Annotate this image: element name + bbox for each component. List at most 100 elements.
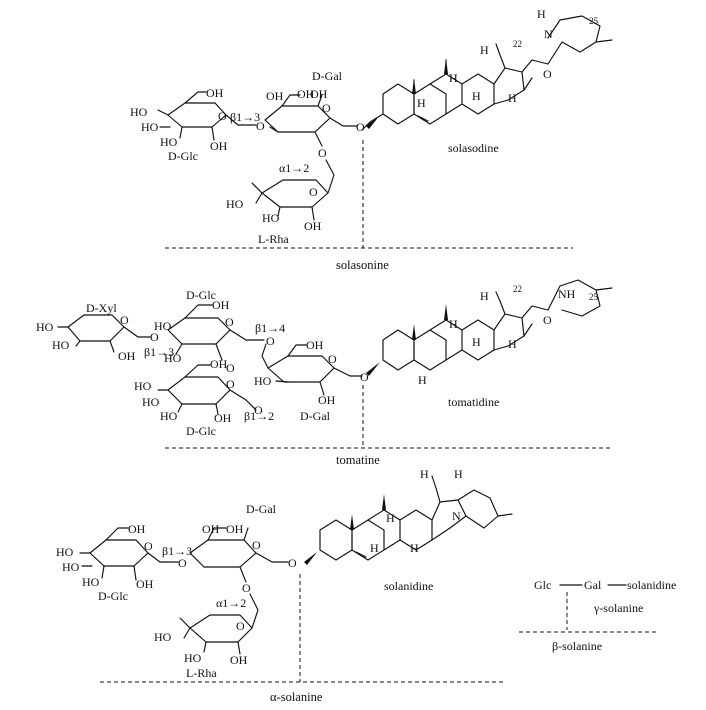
solasonine-pos25: 25 [589,16,599,26]
solanine-ring-o-3: O [236,619,245,633]
solasonine-link-o-2: O [356,120,365,134]
solasonine-oh-2: OH [210,139,228,153]
solanidine-h-5: H [370,541,379,555]
tomatine-glc-top-ring [167,304,265,361]
tomatine-ho-7: HO [160,409,178,423]
solanine-link-o-3: O [242,581,251,595]
solasodine-h-3: H [472,89,481,103]
tomatine-ho-4: HO [164,351,182,365]
tomatine-label: tomatine [336,453,380,467]
legend-solanidine: solanidine [627,578,676,592]
solanine-gal-label: D-Gal [246,502,277,516]
tomatine-ho-1: HO [36,320,54,334]
solasonine-ho-4: HO [226,197,244,211]
tomatine-oh-4: OH [214,411,232,425]
tomatine-ho-8: HO [254,374,272,388]
solasonine-ho-3: HO [160,135,178,149]
solasonine-ring-o-3: O [309,185,318,199]
solasodine-h-2: H [480,43,489,57]
solasonine-oh-4: OH [310,87,328,101]
solanine-ring-o-1: O [144,539,153,553]
tomatine-oh-6: OH [318,393,336,407]
tomatine-xyl-ring [57,314,151,353]
solasonine-ring-o-1: O [218,109,227,123]
tomatine-ring-o-2: O [225,315,234,329]
solanine-oh-3: OH [202,522,220,536]
solasonine-pos22: 22 [513,39,522,49]
tomatine-link-o-4: O [254,403,263,417]
solanidine-h-1: H [454,467,463,481]
tomatidine-h-5: H [418,373,427,387]
solasodine-ring-o: O [543,67,552,81]
solasonine-gal-ring [264,94,358,147]
tomatine-structure [57,279,613,449]
tomatidine-h-1: H [449,317,458,331]
solasonine-gal-label: D-Gal [312,69,343,83]
solasonine-ho-5: HO [262,211,280,225]
solanine-glc-ring [79,527,179,581]
solasonine-ring-o-2: O [322,101,331,115]
solasodine-h-4: H [508,91,517,105]
legend-gamma-solanine: γ-solanine [593,601,643,615]
tomatine-ho-5: HO [134,379,152,393]
solasonine-oh-5: OH [266,89,284,103]
solasonine-link-o-3: O [318,146,327,160]
solanine-link-b13: β1→3 [162,544,192,558]
tomatidine-h-2: H [480,289,489,303]
tomatidine-skeleton [366,279,613,376]
solanidine-skeleton [304,475,513,565]
legend-beta-solanine: β-solanine [552,639,602,653]
solasonine-oh-1: OH [206,86,224,100]
solasodine-h-1: H [449,71,458,85]
tomatine-ring-o-1: O [120,313,129,327]
solasonine-rha-label: L-Rha [258,232,289,246]
solanine-legend [519,584,658,633]
solasonine-glc-ring [157,91,257,141]
solanine-glc-label: D-Glc [98,589,128,603]
solasonine-ho-2: HO [141,120,159,134]
solanine-link-a12: α1→2 [216,596,246,610]
tomatidine-nh: NH [558,287,576,301]
solanine-oh-1: OH [128,522,146,536]
solanine-link-o-1: O [178,556,187,570]
solanine-link-o-2: O [288,556,297,570]
tomatine-pos25: 25 [589,292,599,302]
solasonine-label: solasonine [336,258,389,272]
solanine-label: α-solanine [270,690,323,704]
solanine-oh-5: OH [230,653,248,667]
solanine-ho-3: HO [82,575,100,589]
tomatidine-h-3: H [472,335,481,349]
solasodine-h-5: H [417,96,426,110]
tomatine-oh-5: OH [306,338,324,352]
solasonine-link-b13: β1→3 [230,110,260,124]
tomatidine-ring-o: O [543,313,552,327]
solanine-ring-o-2: O [252,538,261,552]
tomatidine-label: tomatidine [448,395,499,409]
tomatine-gal-ring [261,343,363,396]
tomatidine-h-4: H [508,337,517,351]
solasonine-link-a12: α1→2 [279,161,309,175]
solasonine-ho-1: HO [130,105,148,119]
solasonine-glc-label: D-Glc [168,149,198,163]
tomatine-xyl-label: D-Xyl [86,301,117,315]
solasodine-n: N [544,27,553,41]
tomatine-glc-bottom-label: D-Glc [186,424,216,438]
tomatine-glc-top-label: D-Glc [186,288,216,302]
tomatine-link-o-5: O [360,370,369,384]
solasonine-link-o-1: O [256,119,265,133]
solanine-rha-ring [179,593,259,655]
solanidine-label: solanidine [384,579,433,593]
tomatine-link-o-3: O [226,361,235,375]
tomatine-glc-bottom-ring [157,364,257,415]
solanine-ho-1: HO [56,545,74,559]
solasonine-oh-6: OH [304,219,322,233]
solasodine-label: solasodine [448,141,499,155]
solanidine-h-4: H [410,541,419,555]
tomatine-ring-o-4: O [328,352,337,366]
solasonine-rha-ring [251,159,335,221]
tomatine-oh-3: OH [210,357,228,371]
solanine-oh-4: OH [226,522,244,536]
solanidine-h-3: H [386,511,395,525]
